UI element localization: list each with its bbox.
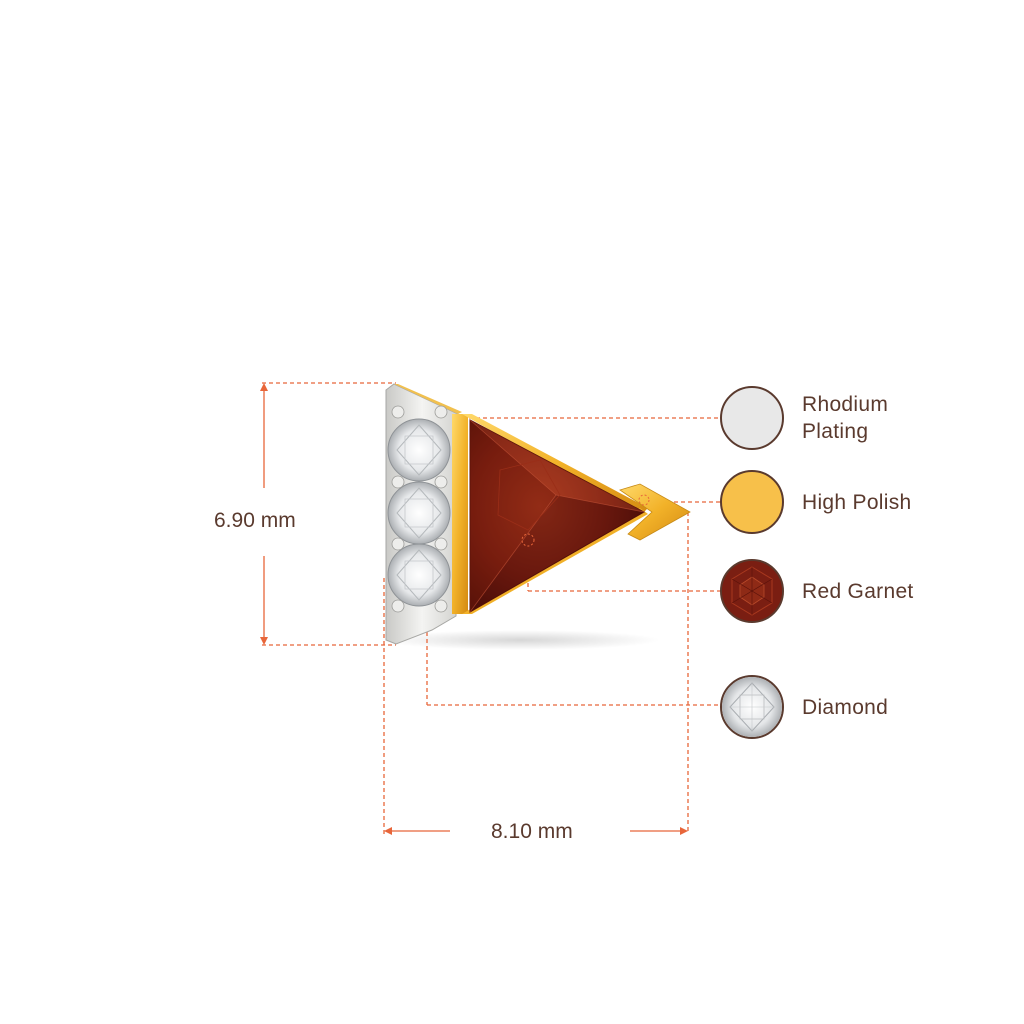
diamond-stone-3 (387, 543, 451, 607)
gold-tip-prong (619, 483, 691, 541)
legend-label-line2: Plating (802, 420, 869, 443)
dimension-lines (262, 382, 720, 834)
width-dimension-label: 8.10 mm (487, 820, 577, 844)
diamond-stone-2 (387, 481, 451, 545)
dimension-arrowheads (260, 383, 688, 835)
legend-label-diamond: Diamond (802, 695, 889, 719)
diamond-prongs (391, 405, 448, 613)
legend-label-line1: Rhodium (802, 393, 889, 416)
height-dimension-label: 6.90 mm (212, 509, 298, 533)
legend-label-rhodium-plating: Rhodium Plating (802, 391, 888, 445)
legend-item-rhodium-plating: Rhodium Plating (720, 383, 888, 453)
garnet-marker (521, 533, 535, 547)
diamond-stone-1 (387, 418, 451, 482)
diamond-swatch-icon (720, 675, 784, 739)
high-polish-swatch-icon (720, 470, 784, 534)
earring-shadow (380, 630, 660, 650)
red-garnet-swatch-icon (720, 559, 784, 623)
legend-item-high-polish: High Polish (720, 467, 912, 537)
red-garnet-stone (469, 419, 646, 613)
diamond-stones (387, 405, 451, 613)
legend-item-diamond: Diamond (720, 672, 888, 742)
rhodium-plating-swatch-icon (720, 386, 784, 450)
legend-item-red-garnet: Red Garnet (720, 556, 914, 626)
legend-label-red-garnet: Red Garnet (802, 579, 914, 603)
legend-label-high-polish: High Polish (802, 490, 912, 514)
